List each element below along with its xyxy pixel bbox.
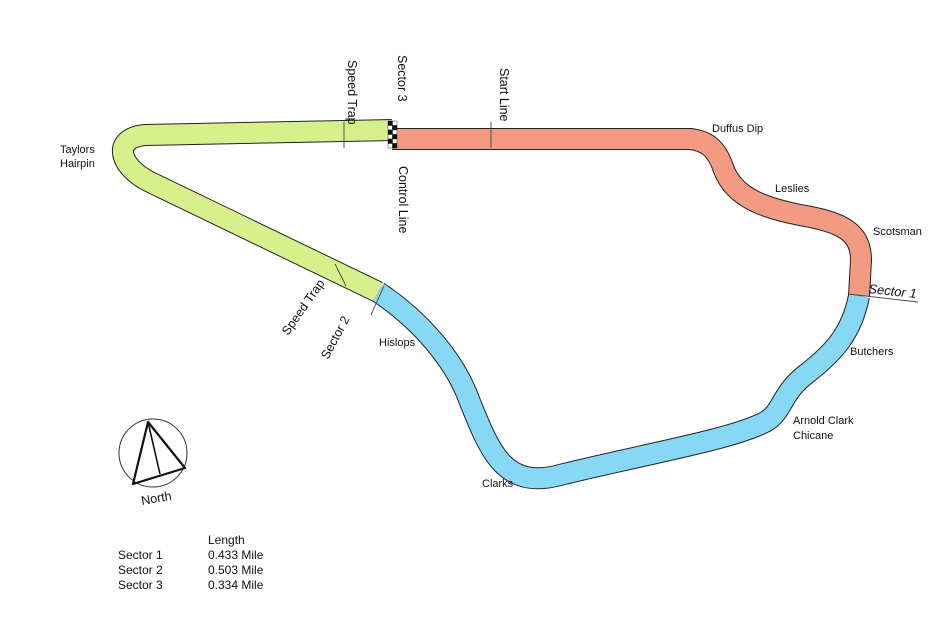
sector-3-path xyxy=(112,119,393,302)
sector-3-label: Sector 3 xyxy=(395,55,409,102)
checker-square xyxy=(387,120,393,126)
legend-sector-name: Sector 3 xyxy=(118,577,163,592)
legend-length-header: Length xyxy=(208,532,245,547)
corner-duffus-dip: Duffus Dip xyxy=(712,123,763,135)
legend-sector-length: 0.433 Mile xyxy=(208,547,264,562)
legend-sector-name: Sector 2 xyxy=(118,562,163,577)
corner-arnold-line2: Chicane xyxy=(793,430,833,442)
legend-header-row: Length xyxy=(118,532,263,547)
corner-taylors-line1: Taylors xyxy=(60,144,95,156)
checker-square xyxy=(392,138,398,144)
checker-square xyxy=(392,120,398,126)
track-outline xyxy=(112,119,872,490)
corner-hislops: Hislops xyxy=(379,337,416,349)
sector-length-table: Length Sector 1 0.433 Mile Sector 2 0.50… xyxy=(118,532,263,592)
corner-clarks: Clarks xyxy=(482,478,514,490)
sector2-tick xyxy=(370,285,385,316)
checker-square xyxy=(387,134,393,140)
speed-trap-left-tick xyxy=(334,263,347,287)
checker-square xyxy=(387,129,393,135)
checker-square xyxy=(387,125,393,131)
corner-butchers: Butchers xyxy=(850,346,894,358)
legend-row: Sector 3 0.334 Mile xyxy=(118,577,263,592)
checkered-control-line-icon xyxy=(387,120,398,149)
corner-scotsman: Scotsman xyxy=(873,226,922,238)
checker-square xyxy=(392,143,398,149)
corner-arnold-line1: Arnold Clark xyxy=(793,415,854,427)
compass-north-label: North xyxy=(140,489,173,508)
checker-square xyxy=(392,129,398,135)
checker-square xyxy=(392,125,398,131)
sector-1-fill xyxy=(392,129,871,297)
legend-sector-length: 0.503 Mile xyxy=(208,562,264,577)
control-line-label: Control Line xyxy=(396,166,410,233)
sector-length-legend: Length Sector 1 0.433 Mile Sector 2 0.50… xyxy=(118,532,263,592)
legend-sector-length: 0.334 Mile xyxy=(208,577,264,592)
corner-leslies: Leslies xyxy=(775,183,810,195)
speed-trap-left-label: Speed Trap xyxy=(279,277,328,338)
corner-taylors-line2: Hairpin xyxy=(60,158,95,170)
sector-2-label: Sector 2 xyxy=(318,314,352,362)
checker-square xyxy=(387,138,393,144)
checker-square xyxy=(387,143,393,149)
legend-row: Sector 1 0.433 Mile xyxy=(118,547,263,562)
sector-1-label: Sector 1 xyxy=(868,281,918,301)
checker-square xyxy=(392,134,398,140)
legend-row: Sector 2 0.503 Mile xyxy=(118,562,263,577)
sector-3-fill xyxy=(113,120,393,302)
north-arrow-icon xyxy=(118,418,188,488)
speed-trap-top-label: Speed Trap xyxy=(345,60,359,125)
sector-2-fill xyxy=(372,283,869,489)
start-line-label: Start Line xyxy=(497,68,511,122)
sector1-tick xyxy=(847,293,919,303)
legend-sector-name: Sector 1 xyxy=(118,547,163,562)
